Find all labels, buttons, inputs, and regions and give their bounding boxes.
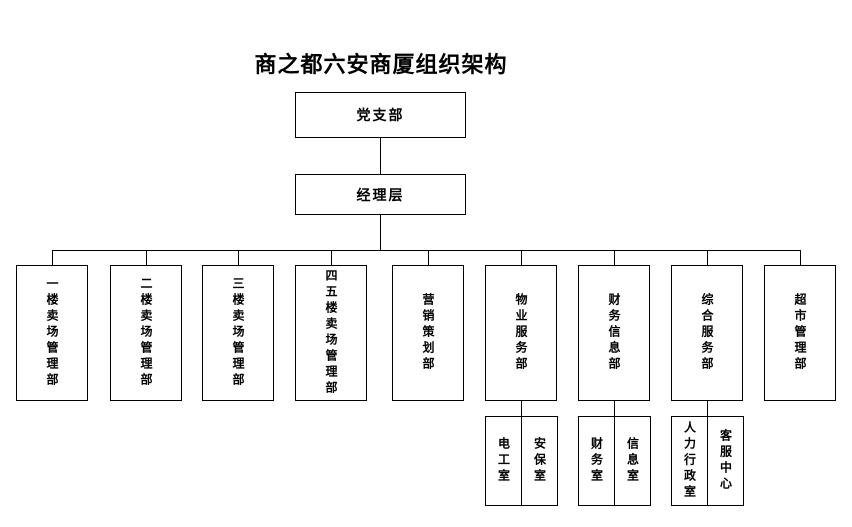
- subdept-box-security: 安保室: [521, 416, 558, 506]
- connector-dept-1: [52, 250, 53, 265]
- subdept-label-finance-office: 财务室: [589, 437, 604, 485]
- dept-box-floor2-sales: 二楼卖场管理部: [110, 265, 182, 401]
- connector-dept-4: [331, 250, 332, 265]
- connector-root-to-management: [380, 138, 381, 174]
- subdept-box-finance-office: 财务室: [578, 416, 615, 506]
- dept-label-floor1-sales: 一楼卖场管理部: [45, 277, 59, 389]
- dept-label-finance-info: 财务信息部: [607, 293, 621, 373]
- subdept-label-info-office: 信息室: [625, 437, 640, 485]
- subdept-box-info-office: 信息室: [614, 416, 651, 506]
- dept-label-general-services: 综合服务部: [700, 293, 714, 373]
- connector-dept-5: [428, 250, 429, 265]
- subdept-label-electrician: 电工室: [496, 437, 511, 485]
- connector-dept-8: [707, 250, 708, 265]
- subdept-pair-general: 人力行政室 客服中心: [671, 416, 744, 506]
- subdept-pair-property: 电工室 安保室: [485, 416, 558, 506]
- subdept-box-hr-admin: 人力行政室: [671, 416, 708, 506]
- dept-label-supermarket: 超市管理部: [793, 293, 807, 373]
- connector-management-to-bus: [380, 215, 381, 250]
- connector-property-children: [521, 401, 522, 416]
- dept-box-general-services: 综合服务部: [671, 265, 743, 401]
- subdept-label-security: 安保室: [532, 437, 547, 485]
- dept-box-finance-info: 财务信息部: [578, 265, 650, 401]
- connector-dept-6: [521, 250, 522, 265]
- dept-label-floor2-sales: 二楼卖场管理部: [139, 277, 153, 389]
- node-party-branch: 党支部: [295, 92, 466, 138]
- connector-dept-7: [614, 250, 615, 265]
- connector-dept-3: [238, 250, 239, 265]
- dept-box-floor3-sales: 三楼卖场管理部: [202, 265, 274, 401]
- subdept-pair-finance: 财务室 信息室: [578, 416, 651, 506]
- node-management-label: 经理层: [356, 188, 405, 204]
- dept-label-property: 物业服务部: [514, 293, 528, 373]
- connector-finance-children: [614, 401, 615, 416]
- dept-box-floor1-sales: 一楼卖场管理部: [16, 265, 88, 401]
- dept-box-supermarket: 超市管理部: [764, 265, 836, 401]
- dept-box-property: 物业服务部: [485, 265, 557, 401]
- node-management: 经理层: [295, 174, 466, 215]
- connector-general-children: [707, 401, 708, 416]
- connector-dept-2: [146, 250, 147, 265]
- node-party-branch-label: 党支部: [356, 109, 405, 124]
- dept-label-floor45-sales: 四五楼卖场管理部: [324, 269, 338, 397]
- dept-label-floor3-sales: 三楼卖场管理部: [231, 277, 245, 389]
- dept-box-marketing: 营销策划部: [392, 265, 464, 401]
- dept-label-marketing: 营销策划部: [421, 293, 435, 373]
- subdept-box-electrician: 电工室: [485, 416, 522, 506]
- dept-box-floor45-sales: 四五楼卖场管理部: [295, 265, 367, 401]
- chart-title: 商之都六安商厦组织架构: [254, 52, 508, 77]
- connector-dept-9: [800, 250, 801, 265]
- subdept-label-customer-service: 客服中心: [718, 429, 733, 493]
- connector-bus: [52, 250, 801, 251]
- subdept-box-customer-service: 客服中心: [707, 416, 744, 506]
- subdept-label-hr-admin: 人力行政室: [682, 421, 697, 501]
